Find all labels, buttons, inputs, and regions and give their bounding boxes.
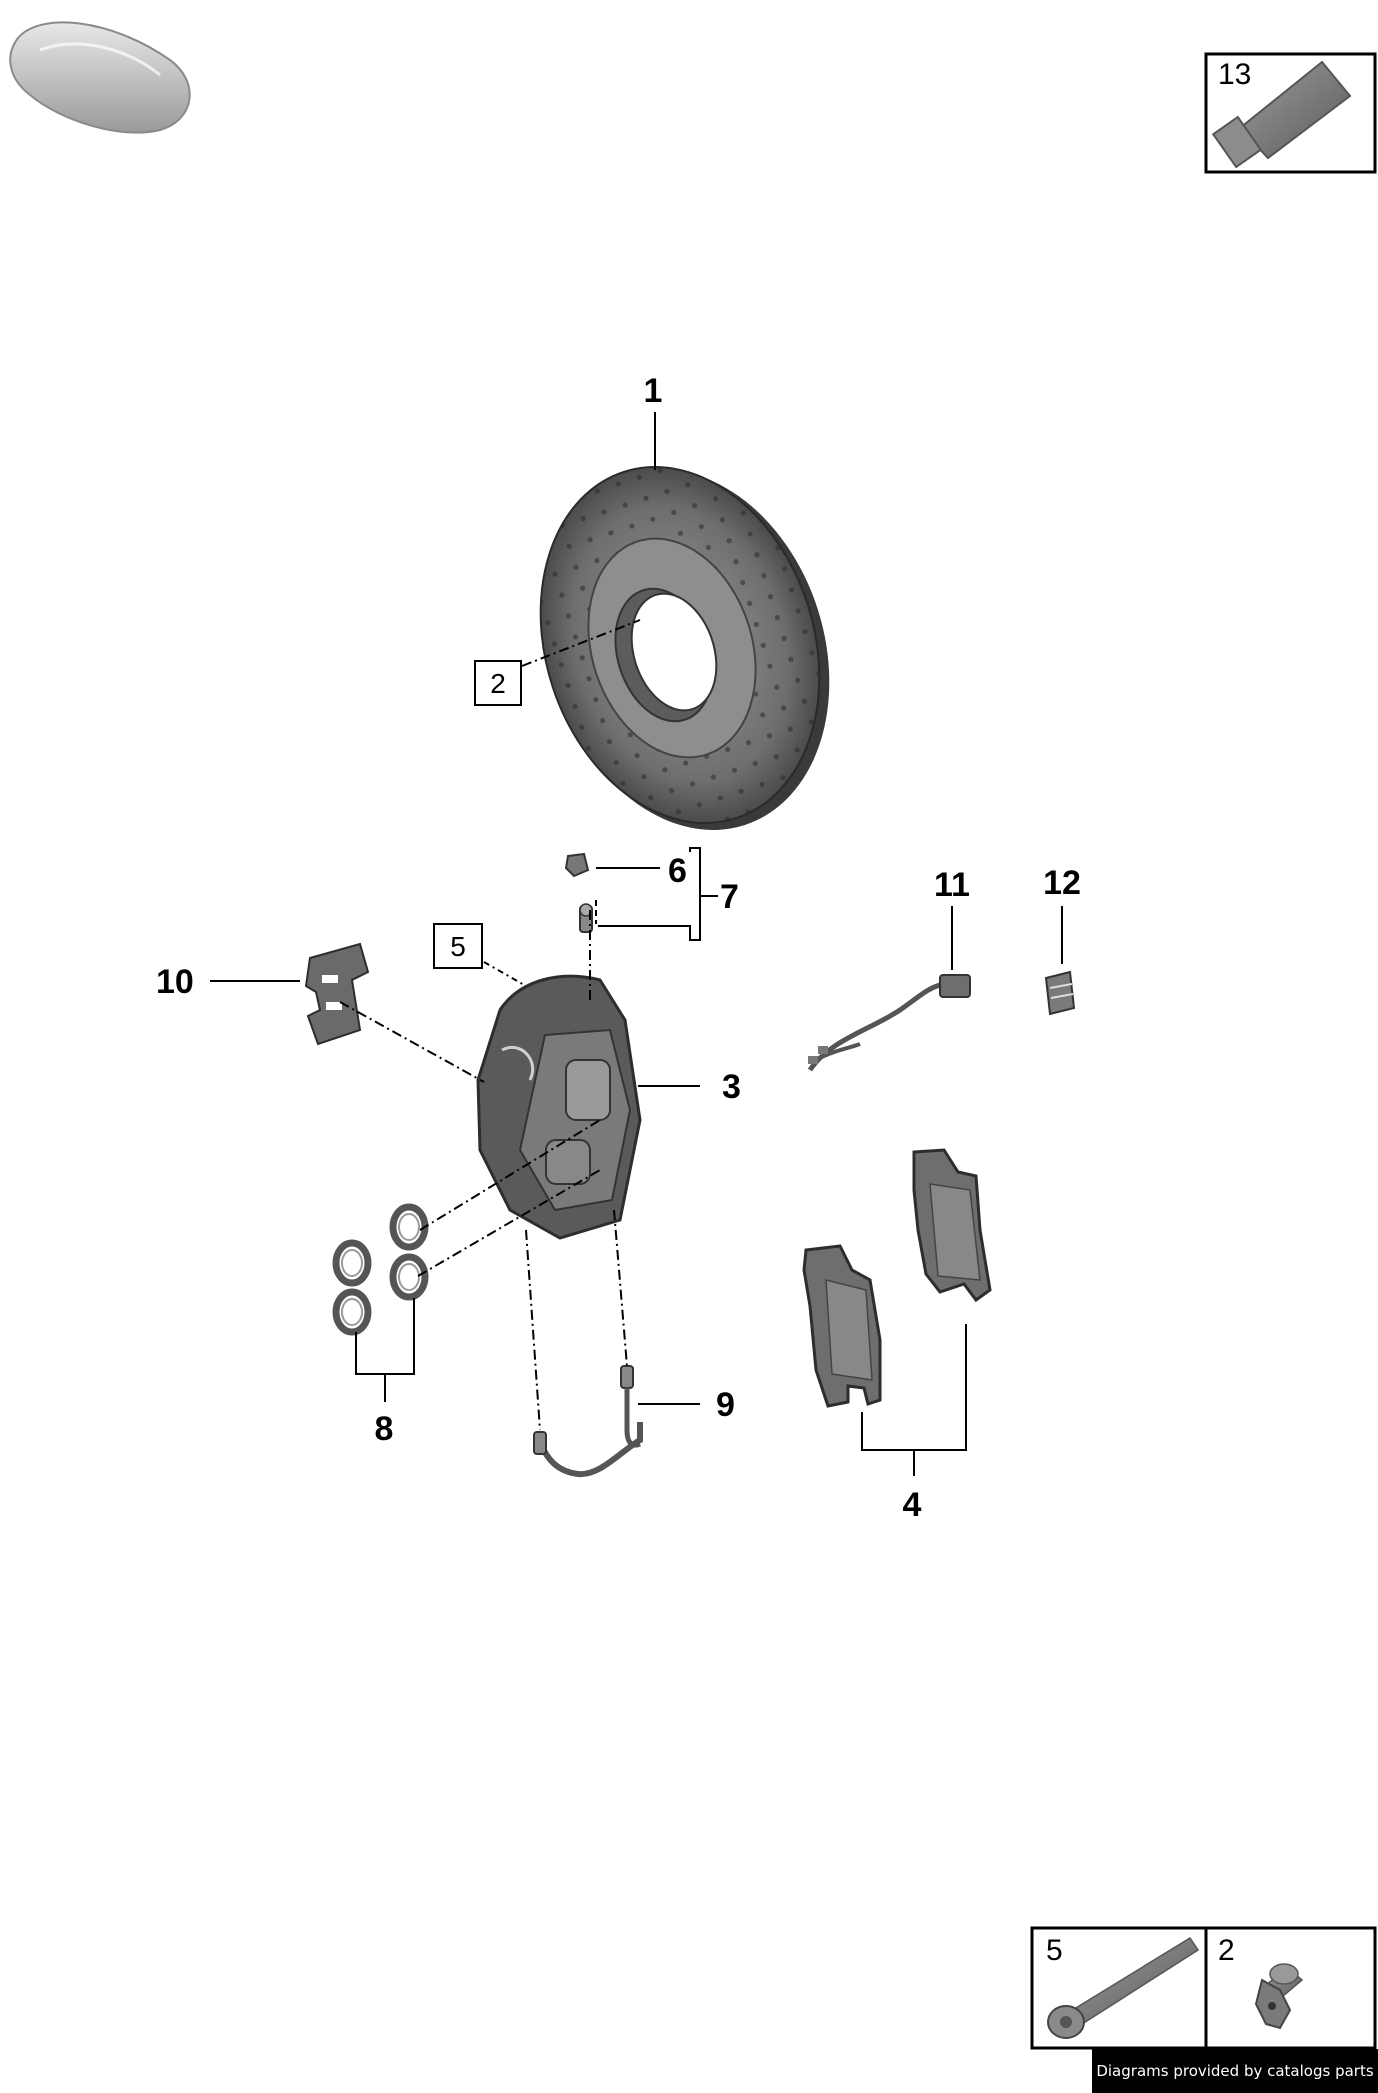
bleed-valve-cap <box>564 852 590 878</box>
brake-disc <box>539 466 830 830</box>
callout-4: 4 <box>903 1486 922 1524</box>
bolt-icon <box>1047 1936 1200 2039</box>
callout-3: 3 <box>722 1068 741 1106</box>
callout-12: 12 <box>1043 864 1081 902</box>
callout-1: 1 <box>644 372 663 410</box>
callout-7: 7 <box>720 878 739 916</box>
inset-fasteners: 5 2 <box>1030 1926 1377 2050</box>
boxed-label-2: 2 <box>474 660 522 706</box>
callout-5: 5 <box>450 931 466 962</box>
callout-6: 6 <box>668 852 687 890</box>
callout-10: 10 <box>156 963 194 1001</box>
inset-13-label: 13 <box>1218 58 1251 91</box>
callout-11: 11 <box>934 866 970 904</box>
anti-rattle-spring <box>304 942 370 1046</box>
inset-screw-label: 2 <box>1218 1934 1235 1967</box>
brake-pad-front <box>802 1244 882 1408</box>
screw-icon <box>1254 1963 1304 2030</box>
grease-tube-icon <box>1211 60 1352 169</box>
car-thumbnail-icon[interactable] <box>9 21 191 134</box>
callout-8: 8 <box>375 1410 394 1448</box>
brake-pad-rear <box>912 1148 992 1303</box>
callout-9: 9 <box>716 1386 735 1424</box>
wear-sensor <box>807 974 971 1072</box>
diagram-credit[interactable]: Diagrams provided by catalogs parts <box>1092 2049 1378 2093</box>
brake-caliper <box>476 974 642 1240</box>
inset-bolt-label: 5 <box>1046 1934 1063 1967</box>
leader-lines <box>210 412 1063 1476</box>
seal-rings <box>332 1203 429 1336</box>
sensor-clip <box>1044 970 1076 1016</box>
inset-13: 13 <box>1204 52 1377 174</box>
brake-line <box>533 1365 643 1478</box>
callout-2: 2 <box>490 668 506 699</box>
boxed-label-5: 5 <box>433 923 483 969</box>
